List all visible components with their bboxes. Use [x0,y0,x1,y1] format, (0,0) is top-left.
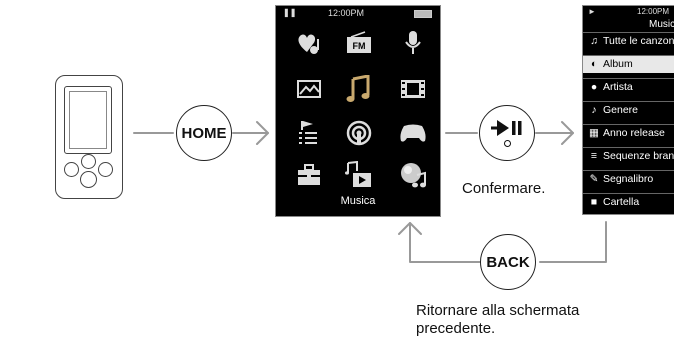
podcast-icon[interactable] [344,118,374,148]
music-list-screen: ► 12:00PM Musica ♫ Tutte le canzoni ◐ Album… [582,5,674,215]
photo-icon[interactable] [294,74,324,104]
list-item-label: Genere [603,104,639,116]
back-label-line-1: Ritornare alla schermata [416,302,580,319]
list-item[interactable]: ✎ Segnalibro [583,170,674,188]
bookmark-icon: ✎ [589,173,599,185]
device-button-top [81,154,96,169]
home-status-bar: ❚❚ 12:00PM [276,8,440,20]
list-item-label: Tutte le canzoni [603,35,674,47]
home-caption: Musica [340,195,376,207]
film-icon[interactable] [398,74,428,104]
center-dot-icon [503,140,511,147]
genre-icon: ♪ [591,104,597,116]
list-item[interactable]: ♪ Genere [583,101,674,119]
back-label-line-2: precedente. [416,320,496,337]
toolbox-icon[interactable] [294,160,324,190]
microphone-icon[interactable] [398,28,428,58]
fm-text: FM [353,41,366,51]
home-button[interactable]: HOME [176,105,232,161]
note-icon: ♫ [590,35,598,47]
play-pause-icon [491,120,522,136]
disc-icon: ◐ [590,58,598,70]
list-item[interactable]: ≡ Sequenze brani [583,147,674,165]
music-note-icon[interactable] [344,74,374,104]
list-item-label: Artista [603,81,633,93]
gamepad-icon[interactable] [398,118,428,148]
list-header: Musica [649,19,674,30]
back-label: Ritornare alla schermata precedente. [416,302,579,338]
back-button-label: BACK [486,253,530,271]
device-button-left [64,162,79,177]
list-status-time: 12:00PM [637,7,670,16]
battery-icon [414,10,432,18]
fm-radio-icon[interactable]: FM [344,28,374,58]
list-item-label: Album [603,58,633,70]
back-button[interactable]: BACK [480,234,536,290]
home-button-label: HOME [181,124,227,142]
music-bubble-icon[interactable] [398,160,428,190]
list-item[interactable]: ▦ Anno release [583,124,674,142]
home-status-time: 12:00PM [328,8,365,18]
player-device [55,75,123,199]
play-pause-button[interactable] [479,105,535,161]
list-item-label: Segnalibro [603,173,654,185]
device-screen [64,86,112,154]
play-status-icon: ► [588,7,596,16]
list-item[interactable]: ● Artista [583,78,674,96]
list-status-bar: ► 12:00PM [583,7,674,17]
playlist-icon[interactable] [294,118,324,148]
list-item[interactable]: ◐ Album [583,55,674,73]
list-item-label: Sequenze brani [603,150,674,162]
list-item[interactable]: ♫ Tutte le canzoni [583,32,674,50]
person-icon: ● [590,81,598,93]
music-video-icon[interactable] [344,160,374,190]
pause-status-icon: ❚❚ [283,8,297,17]
device-button-bottom [80,171,97,188]
calendar-icon: ▦ [589,127,599,139]
heart-note-icon[interactable] [294,28,324,58]
confirm-label: Confermare. [462,180,546,197]
folder-icon: ■ [590,196,598,208]
list-item-label: Cartella [603,196,640,208]
playlist-icon: ≡ [590,150,598,162]
device-button-right [98,162,113,177]
list-item-label: Anno release [603,127,665,139]
list-item[interactable]: ■ Cartella [583,193,674,211]
home-screen: ❚❚ 12:00PM FM [275,5,441,217]
